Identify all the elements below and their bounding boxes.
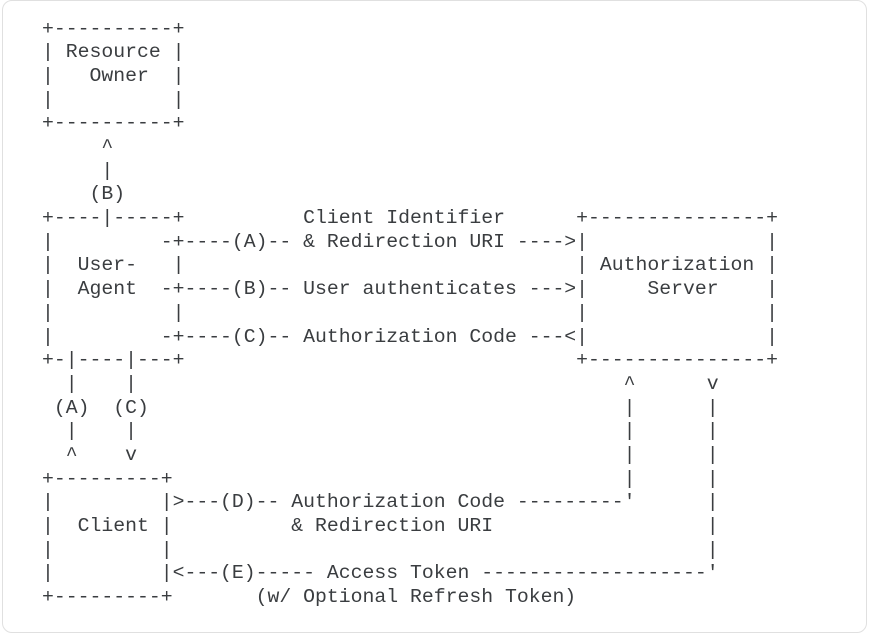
diagram-line: +----------+ [42, 112, 185, 135]
diagram-line: (A) (C) | | [42, 396, 719, 419]
diagram-line: | Owner | [42, 64, 185, 87]
diagram-line: | |>---(D)-- Authorization Code --------… [42, 491, 719, 514]
diagram-line: | Agent -+----(B)-- User authenticates -… [42, 278, 778, 301]
diagram-line: | -+----(A)-- & Redirection URI ---->| | [42, 230, 778, 253]
diagram-line: | | ^ v [42, 372, 719, 395]
diagram-line: +-|----|---+ +---------------+ [42, 349, 778, 372]
diagram-line: | | | | [42, 420, 719, 443]
diagram-line: ^ v | | [42, 443, 719, 466]
diagram-line: (B) [42, 183, 126, 206]
diagram-line: ^ [42, 136, 114, 159]
diagram-line: | -+----(C)-- Authorization Code ---<| | [42, 325, 778, 348]
diagram-line: | |<---(E)----- Access Token -----------… [42, 562, 719, 585]
diagram-line: | [42, 159, 114, 182]
diagram-line: +---------+ (w/ Optional Refresh Token) [42, 586, 577, 609]
page-frame [2, 0, 867, 633]
diagram-line: | User- | | Authorization | [42, 254, 778, 277]
diagram-line: | Resource | [42, 41, 185, 64]
diagram-line: | Client | & Redirection URI | [42, 515, 719, 538]
diagram-line: +----------+ [42, 17, 185, 40]
oauth-authorization-code-flow-diagram: +----------+ | Resource | | Owner | | | … [42, 18, 778, 610]
diagram-line: | | | [42, 538, 719, 561]
diagram-line: +---------+ | | [42, 467, 719, 490]
diagram-line: | | | | [42, 301, 778, 324]
diagram-line: | | [42, 88, 185, 111]
diagram-line: +----|-----+ Client Identifier +--------… [42, 207, 778, 230]
